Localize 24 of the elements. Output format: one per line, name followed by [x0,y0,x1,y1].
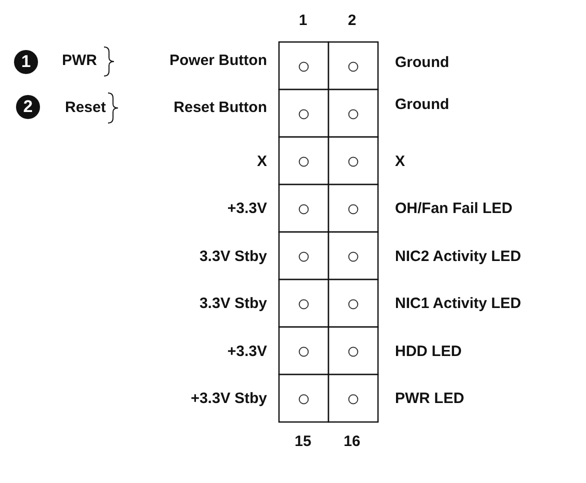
pin-label: OH/Fan Fail LED [395,200,513,218]
pin-label: NIC2 Activity LED [395,248,522,266]
switch-label: PWR [62,52,97,70]
pin-label: X [395,152,406,171]
pin-label: PWR LED [395,390,464,408]
pin-label: +3.3V Stby [190,390,267,408]
pin-label: 3.3V Stby [199,248,267,266]
pin-label: HDD LED [395,342,462,361]
pin-label: Reset Button [174,99,267,117]
pin-label: +3.3V [227,200,267,218]
pin-label: 3.3V Stby [199,295,267,314]
callout-number: 2 [16,95,40,119]
pin-label: Ground [395,96,450,114]
callout-number: 1 [14,50,38,74]
pin-number: 2 [348,12,356,30]
pin-label: NIC1 Activity LED [395,295,522,314]
pin-label: Ground [395,54,450,72]
pin-label: X [256,152,267,171]
pin-number: 15 [294,433,312,451]
pin-number: 16 [344,433,360,451]
pin-label: +3.3V [227,342,267,361]
pin-number: 1 [298,12,308,30]
pin-label: Power Button [170,52,267,70]
switch-label: Reset [65,99,106,117]
